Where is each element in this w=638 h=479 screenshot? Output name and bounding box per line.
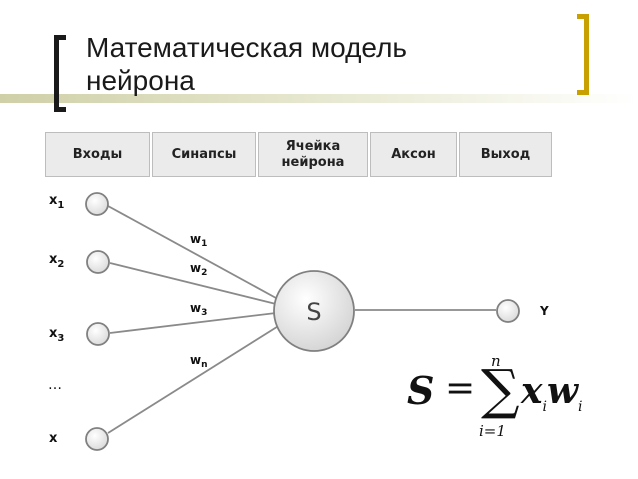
input-label-1: x1 bbox=[49, 193, 64, 211]
neuron-label: S bbox=[306, 298, 321, 326]
formula-lhs: S bbox=[407, 368, 435, 413]
input-ellipsis: … bbox=[48, 377, 62, 393]
header-cell-label: Ячейка bbox=[285, 138, 341, 154]
weight-label-1: w1 bbox=[190, 232, 207, 249]
left-bracket-decoration bbox=[54, 35, 66, 112]
formula-x: x bbox=[521, 370, 543, 412]
input-label-3: x3 bbox=[49, 326, 64, 344]
weight-label-2: w2 bbox=[190, 261, 207, 278]
formula-w-sub: i bbox=[577, 399, 583, 416]
sigma-icon: ∑ bbox=[481, 358, 520, 421]
slide-title-line-2: нейрона bbox=[86, 65, 195, 96]
slide-title-line-1: Математическая модель bbox=[86, 32, 408, 63]
header-cell-axon: Аксон bbox=[370, 132, 457, 177]
summation-formula: S = n ∑ i=1 xiwi bbox=[405, 350, 605, 450]
header-cell-inputs: Входы bbox=[45, 132, 150, 177]
formula-term: xiwi bbox=[521, 370, 582, 415]
synapse-line-3 bbox=[109, 312, 277, 334]
input-nodes bbox=[85, 192, 110, 451]
input-label-n: x bbox=[49, 431, 58, 446]
formula-upper-limit: n bbox=[491, 352, 501, 370]
input-node-2 bbox=[86, 250, 110, 274]
header-cell-label: Входы bbox=[72, 146, 123, 162]
input-node-n bbox=[85, 427, 109, 451]
weight-label-3: w3 bbox=[190, 301, 207, 318]
header-cell-synapses: Синапсы bbox=[152, 132, 256, 177]
synapse-line-n bbox=[107, 324, 281, 434]
output-label: Y bbox=[539, 304, 549, 318]
header-cell-label: Синапсы bbox=[171, 146, 237, 162]
right-bracket-decoration bbox=[577, 14, 589, 95]
slide-title: Математическая модель нейрона bbox=[86, 31, 526, 97]
header-cell-label: Аксон bbox=[391, 146, 436, 162]
synapse-lines bbox=[107, 205, 496, 434]
synapse-line-2 bbox=[109, 262, 277, 305]
formula-equals: = bbox=[445, 368, 476, 409]
neuron-soma bbox=[273, 270, 355, 352]
input-label-2: x2 bbox=[49, 252, 64, 270]
output-node bbox=[496, 299, 520, 323]
header-cell-output: Выход bbox=[459, 132, 552, 177]
formula-w: w bbox=[546, 370, 578, 412]
weight-label-n: wn bbox=[190, 353, 208, 370]
header-cell-label-line-2: нейрона bbox=[281, 154, 345, 170]
header-cell-label: Выход bbox=[480, 146, 531, 162]
formula-x-sub: i bbox=[542, 399, 547, 416]
input-node-1 bbox=[85, 192, 109, 216]
input-node-3 bbox=[86, 322, 110, 346]
header-cell-neuron-cell: Ячейка нейрона bbox=[258, 132, 368, 177]
formula-lower-limit: i=1 bbox=[479, 422, 506, 440]
synapse-line-1 bbox=[107, 205, 277, 299]
title-underline-bar bbox=[0, 94, 638, 103]
